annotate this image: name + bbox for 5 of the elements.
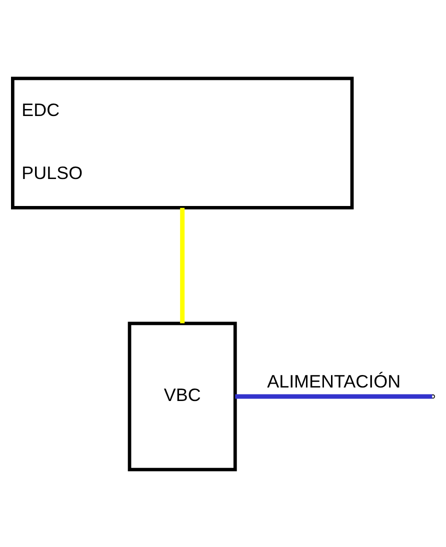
node-box: EDC PULSO <box>11 76 354 209</box>
connector <box>180 207 185 323</box>
node-box: VBC <box>128 321 237 471</box>
connector <box>235 394 432 398</box>
edge-label: ALIMENTACIÓN <box>267 370 401 391</box>
